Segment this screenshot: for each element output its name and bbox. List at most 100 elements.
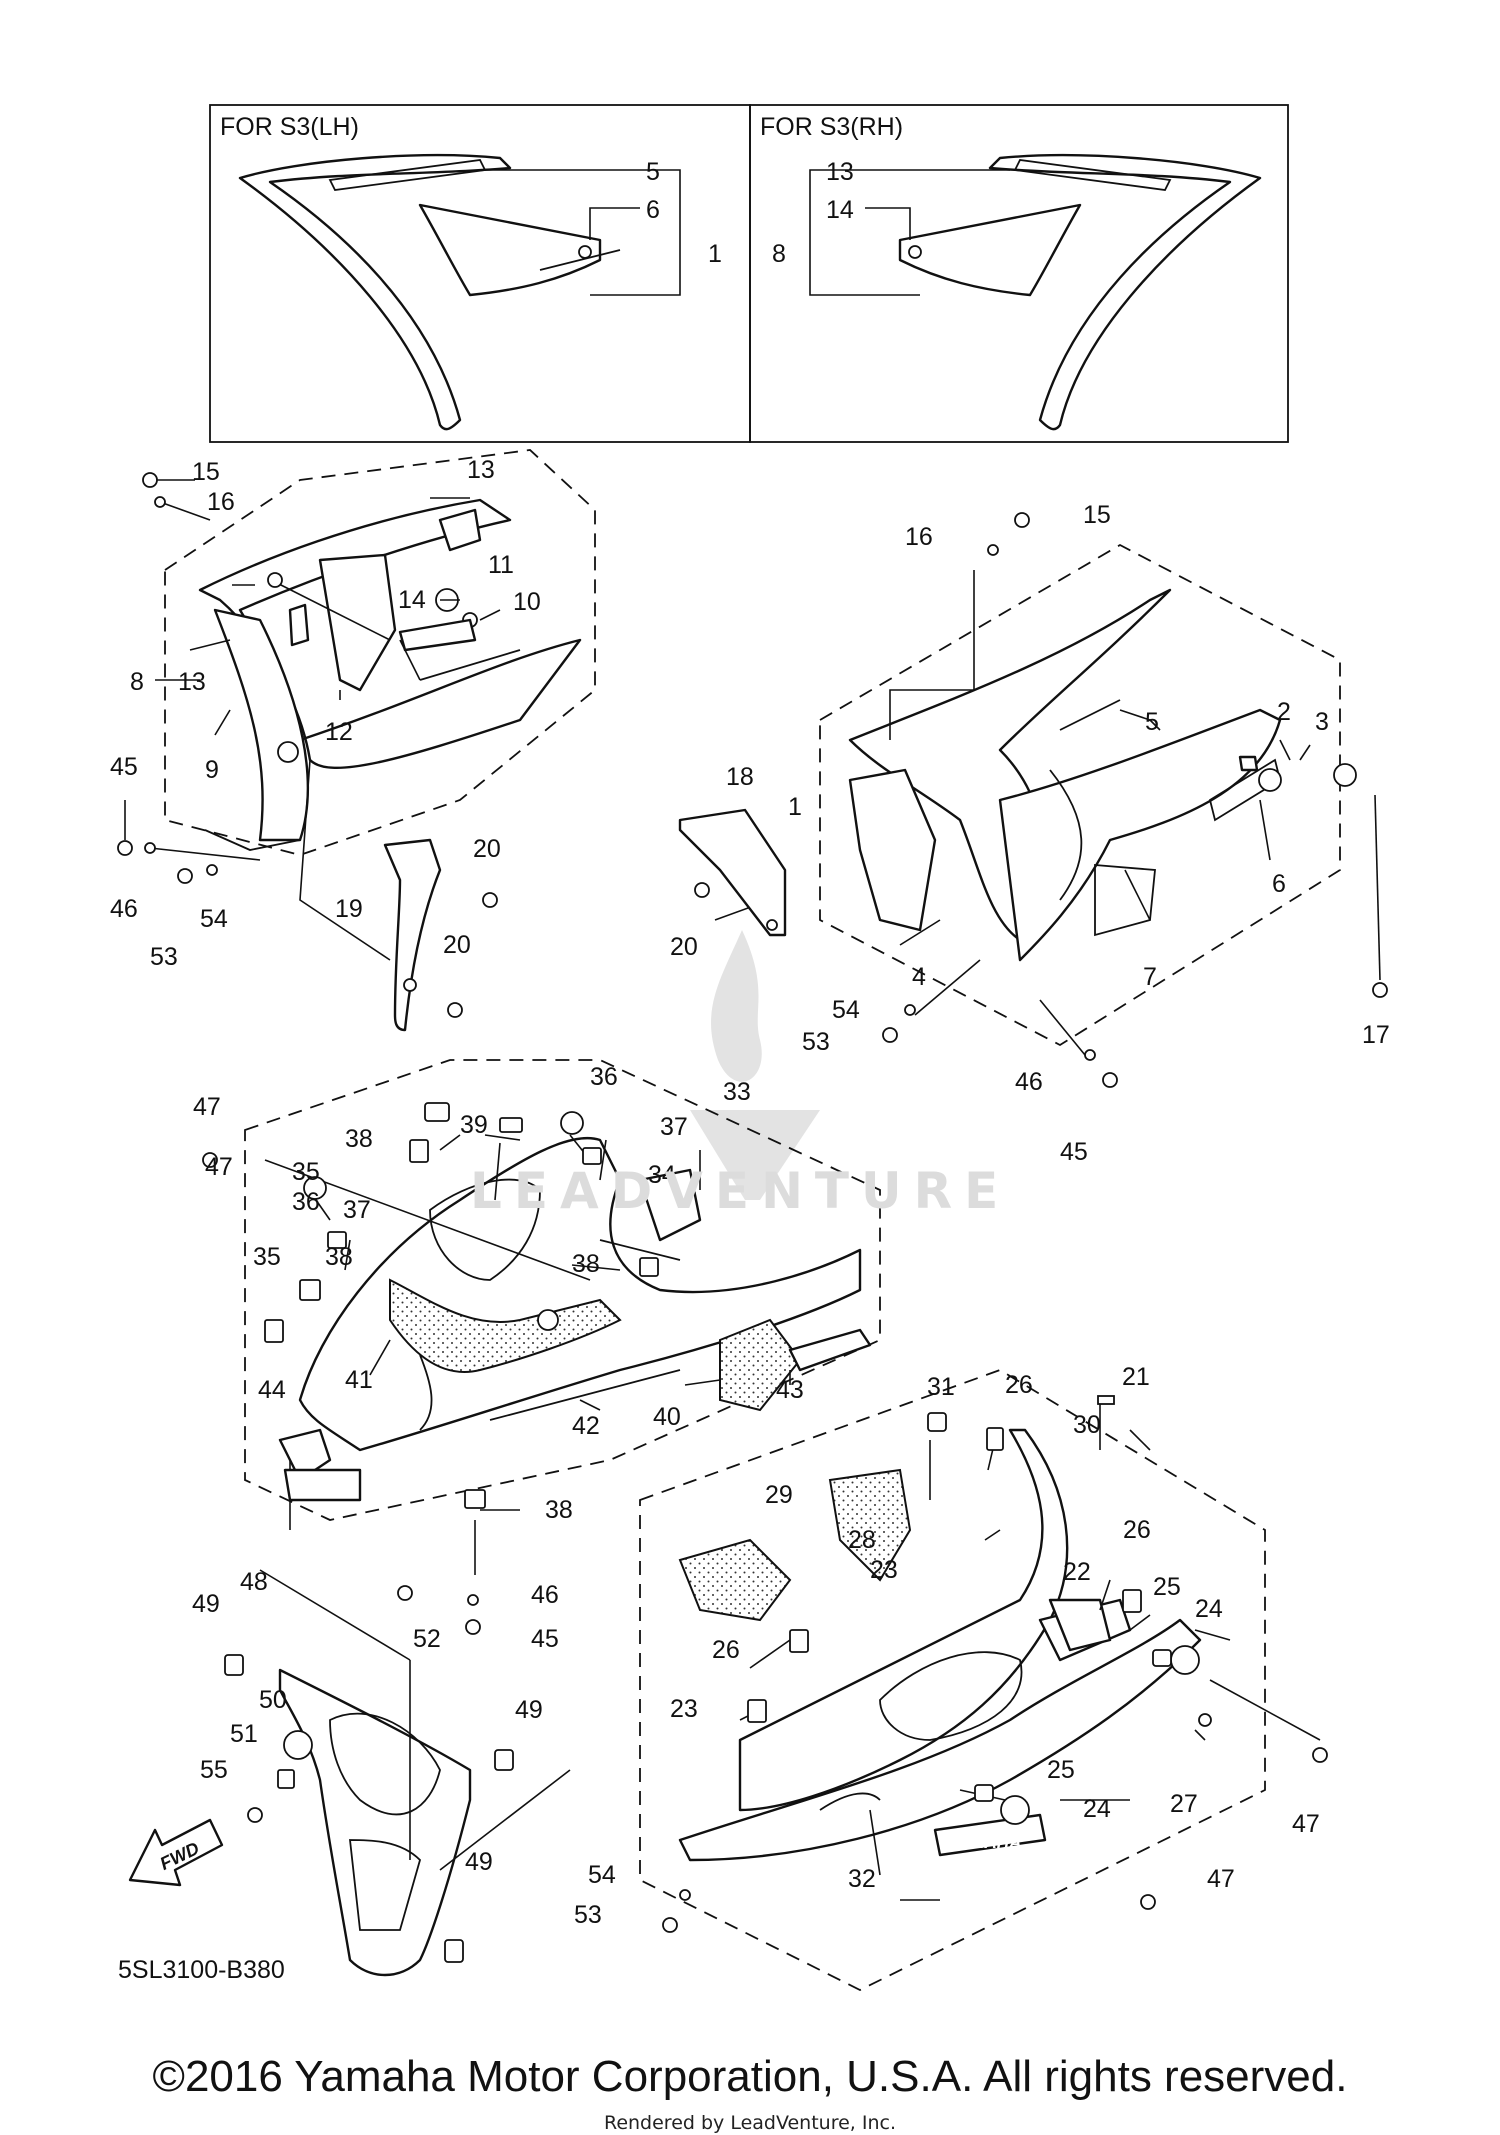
callout-c45c: 45	[531, 1625, 559, 1653]
callout-c37b: 37	[343, 1196, 371, 1224]
callout-c49b: 49	[515, 1696, 543, 1724]
callout-c25b: 25	[1047, 1756, 1075, 1784]
rendered-by-notice: Rendered by LeadVenture, Inc.	[603, 2112, 897, 2134]
callout-c36a: 36	[590, 1063, 618, 1091]
callout-c50: 50	[259, 1686, 287, 1714]
watermark-text: LEADVENTURE	[470, 1162, 1011, 1220]
callout-c40: 40	[653, 1403, 681, 1431]
callout-c3: 3	[1315, 708, 1329, 736]
callout-c14a: 14	[826, 196, 854, 224]
upper-right-leaders	[714, 512, 1388, 1088]
callout-c43: 43	[776, 1376, 804, 1404]
callout-c11: 11	[488, 551, 514, 579]
yamaha-decal: YAMAHA	[948, 1833, 1021, 1852]
callout-c53a: 53	[150, 943, 178, 971]
callout-c1b: 1	[788, 793, 802, 821]
callout-c35a: 35	[292, 1158, 320, 1186]
callout-c47a: 47	[193, 1093, 221, 1121]
callout-c5b: 5	[1145, 708, 1159, 736]
callout-c31: 31	[927, 1373, 955, 1401]
callout-c20c: 20	[670, 933, 698, 961]
callout-c26b: 26	[1123, 1516, 1151, 1544]
callout-c54a: 54	[200, 905, 228, 933]
callout-c51: 51	[230, 1720, 258, 1748]
callout-c37a: 37	[660, 1113, 688, 1141]
callout-c24b: 24	[1083, 1795, 1111, 1823]
callout-c20b: 20	[443, 931, 471, 959]
upper-left-cowl	[164, 449, 596, 856]
callout-c42: 42	[572, 1412, 600, 1440]
callout-c33: 33	[723, 1078, 751, 1106]
callout-c10: 10	[513, 588, 541, 616]
bracket-19	[383, 838, 498, 1032]
callout-c19: 19	[335, 895, 363, 923]
diagram-code: 5SL3100-B380	[118, 1956, 285, 1984]
callout-c46c: 46	[531, 1581, 559, 1609]
callout-c39: 39	[460, 1111, 488, 1139]
copyright-notice: ©2016 Yamaha Motor Corporation, U.S.A. A…	[152, 2052, 1348, 2101]
callout-c38a: 38	[345, 1125, 373, 1153]
callout-c6a: 6	[646, 196, 660, 224]
callout-labels: 5 6 1 13 14 8 15 16 13 11 10 14 8 13 12 …	[110, 158, 1390, 1984]
callout-c45b: 45	[1060, 1138, 1088, 1166]
callout-c6b: 6	[1272, 870, 1286, 898]
callout-c55: 55	[200, 1756, 228, 1784]
center-lower-leaders	[202, 572, 791, 1635]
callout-c13b: 13	[467, 456, 495, 484]
callout-c26a: 26	[1005, 1371, 1033, 1399]
callout-c47d: 47	[1207, 1865, 1235, 1893]
callout-c14b: 14	[398, 586, 426, 614]
callout-c30: 30	[1073, 1411, 1101, 1439]
callout-c5a: 5	[646, 158, 660, 186]
callout-c13a: 13	[826, 158, 854, 186]
inset-box-lh: FOR S3(LH)	[209, 104, 751, 443]
callout-c32: 32	[848, 1865, 876, 1893]
callout-c1a: 1	[708, 240, 722, 268]
fwd-arrow-icon: FWD	[128, 1818, 224, 1887]
callout-c23b: 23	[670, 1695, 698, 1723]
bracket-18	[678, 808, 787, 937]
watermark-logo	[690, 930, 820, 1200]
callout-c12: 12	[325, 718, 353, 746]
callout-c45a: 45	[110, 753, 138, 781]
upper-left-leaders	[117, 472, 501, 961]
chin-piece	[224, 1569, 571, 1977]
callout-c9: 9	[205, 756, 219, 784]
callout-c48: 48	[240, 1568, 268, 1596]
callout-c35b: 35	[253, 1243, 281, 1271]
callout-c38d: 38	[545, 1496, 573, 1524]
lower-right-leaders	[662, 1395, 1328, 1933]
callout-c23a: 23	[870, 1556, 898, 1584]
callout-c21: 21	[1122, 1363, 1150, 1391]
callout-c13c: 13	[178, 668, 206, 696]
callout-c34: 34	[648, 1161, 676, 1189]
callout-c54b: 54	[832, 996, 860, 1024]
callout-c22: 22	[1063, 1558, 1091, 1586]
inset-label-lh: FOR S3(LH)	[220, 113, 359, 141]
callout-c47c: 47	[1292, 1810, 1320, 1838]
callout-c44: 44	[258, 1376, 286, 1404]
upper-right-cowl	[819, 543, 1357, 1047]
callout-c53c: 53	[574, 1901, 602, 1929]
callout-c2: 2	[1277, 698, 1291, 726]
callout-c52: 52	[413, 1625, 441, 1653]
callout-c41: 41	[345, 1366, 373, 1394]
inset-box-rh: FOR S3(RH)	[749, 104, 1289, 443]
callout-c24a: 24	[1195, 1595, 1223, 1623]
callout-c8b: 8	[130, 668, 144, 696]
callout-c27: 27	[1170, 1790, 1198, 1818]
callout-c29: 29	[765, 1481, 793, 1509]
callout-c17: 17	[1362, 1021, 1390, 1049]
callout-c38c: 38	[572, 1250, 600, 1278]
callout-c15b: 15	[1083, 501, 1111, 529]
center-lower-cowl	[244, 1059, 881, 1521]
callout-c26c: 26	[712, 1636, 740, 1664]
callout-c18: 18	[726, 763, 754, 791]
callout-c36b: 36	[292, 1188, 320, 1216]
callout-c15a: 15	[192, 458, 220, 486]
panel-44	[278, 1428, 362, 1502]
callout-c46a: 46	[110, 895, 138, 923]
callout-c20a: 20	[473, 835, 501, 863]
callout-c49c: 49	[465, 1848, 493, 1876]
